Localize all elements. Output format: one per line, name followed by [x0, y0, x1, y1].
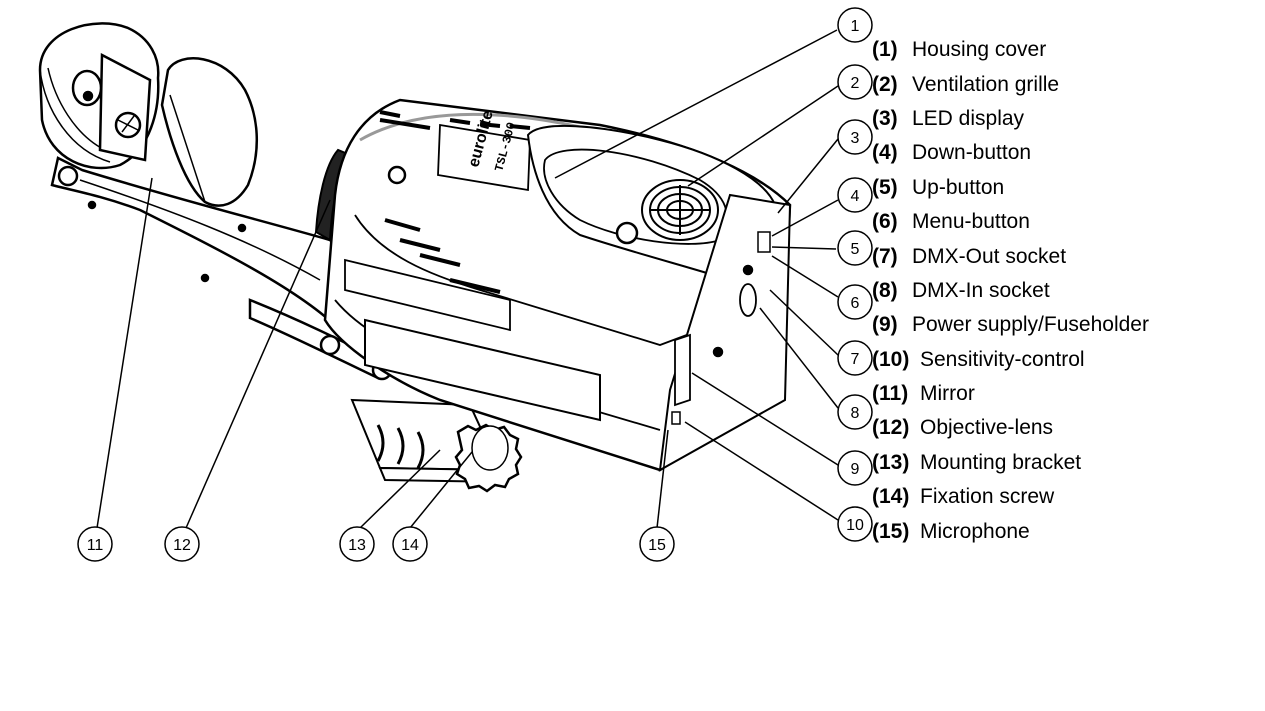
callout-10: 10 [837, 506, 873, 542]
callout-8: 8 [837, 394, 873, 430]
legend-label: Microphone [920, 519, 1030, 543]
legend-item: (9) Power supply/Fuseholder [872, 308, 1262, 342]
legend-number: (5) [872, 175, 898, 199]
svg-text:3: 3 [851, 130, 860, 147]
callout-6: 6 [837, 284, 873, 320]
callout-13: 13 [339, 526, 375, 562]
svg-text:12: 12 [173, 537, 191, 554]
svg-text:13: 13 [348, 537, 366, 554]
callout-1: 1 [837, 7, 873, 43]
svg-text:11: 11 [87, 537, 104, 554]
legend-item: (6) Menu-button [872, 205, 1262, 239]
housing [323, 98, 792, 472]
legend-number: (3) [872, 106, 898, 130]
legend-item: (1) Housing cover [872, 33, 1262, 67]
svg-text:6: 6 [851, 295, 860, 312]
legend-number: (2) [872, 72, 898, 96]
legend-label: DMX-In socket [912, 278, 1050, 302]
legend-item: (14) Fixation screw [872, 480, 1262, 514]
svg-text:2: 2 [851, 75, 860, 92]
legend-label: Mounting bracket [920, 450, 1082, 474]
device-diagram: eurolite TSL-300 1 2 3 4 5 6 7 8 9 10 11… [38, 7, 873, 562]
legend-label: DMX-Out socket [912, 244, 1067, 268]
callout-15: 15 [639, 526, 675, 562]
callout-14: 14 [392, 526, 428, 562]
legend-number: (10) [872, 347, 910, 371]
svg-text:4: 4 [851, 188, 860, 205]
callout-12: 12 [164, 526, 200, 562]
legend-number: (12) [872, 416, 910, 440]
legend-number: (6) [872, 210, 898, 234]
svg-text:5: 5 [851, 241, 860, 258]
legend-item: (5) Up-button [872, 171, 1262, 205]
mirror-head [38, 22, 160, 170]
callout-2: 2 [837, 64, 873, 100]
legend-number: (4) [872, 141, 898, 165]
svg-text:7: 7 [851, 351, 860, 368]
svg-text:10: 10 [846, 517, 864, 534]
legend-label: Menu-button [912, 210, 1030, 234]
callout-11: 11 [77, 526, 113, 562]
legend-number: (11) [872, 382, 909, 406]
legend-item: (11) Mirror [872, 377, 1262, 411]
legend-number: (1) [872, 38, 898, 62]
legend-number: (8) [872, 278, 898, 302]
legend-label: Down-button [912, 141, 1032, 165]
legend-item: (13) Mounting bracket [872, 446, 1262, 480]
mirror [160, 57, 259, 207]
parts-legend: (1) Housing cover (2) Ventilation grille (… [872, 33, 1262, 549]
legend-item: (15) Microphone [872, 514, 1262, 548]
legend-number: (9) [872, 313, 898, 337]
svg-text:14: 14 [401, 537, 419, 554]
svg-text:15: 15 [648, 537, 666, 554]
legend-item: (3) LED display [872, 102, 1262, 136]
legend-item: (2) Ventilation grille [872, 67, 1262, 101]
legend-label: Ventilation grille [912, 72, 1060, 96]
legend-item: (7) DMX-Out socket [872, 239, 1262, 273]
leader-lines [96, 29, 839, 529]
legend-number: (15) [872, 519, 910, 543]
svg-text:9: 9 [851, 461, 860, 478]
legend-label: Fixation screw [920, 485, 1055, 509]
legend-label: Housing cover [912, 38, 1047, 62]
legend-item: (12) Objective-lens [872, 411, 1262, 445]
legend-label: Sensitivity-control [920, 347, 1085, 371]
callout-4: 4 [837, 177, 873, 213]
legend-number: (13) [872, 450, 910, 474]
legend-label: Objective-lens [920, 416, 1054, 440]
svg-text:8: 8 [851, 405, 860, 422]
legend-number: (7) [872, 244, 898, 268]
callout-7: 7 [837, 340, 873, 376]
legend-item: (10) Sensitivity-control [872, 343, 1262, 377]
callout-9: 9 [837, 450, 873, 486]
legend-label: Power supply/Fuseholder [912, 313, 1149, 337]
callout-3: 3 [837, 119, 873, 155]
legend-label: LED display [912, 106, 1025, 130]
callout-5: 5 [837, 230, 873, 266]
legend-item: (8) DMX-In socket [872, 274, 1262, 308]
legend-item: (4) Down-button [872, 136, 1262, 170]
legend-number: (14) [872, 485, 910, 509]
fixation-screw [454, 423, 523, 493]
legend-label: Up-button [912, 175, 1005, 199]
legend-label: Mirror [920, 382, 975, 406]
svg-text:1: 1 [851, 18, 860, 35]
